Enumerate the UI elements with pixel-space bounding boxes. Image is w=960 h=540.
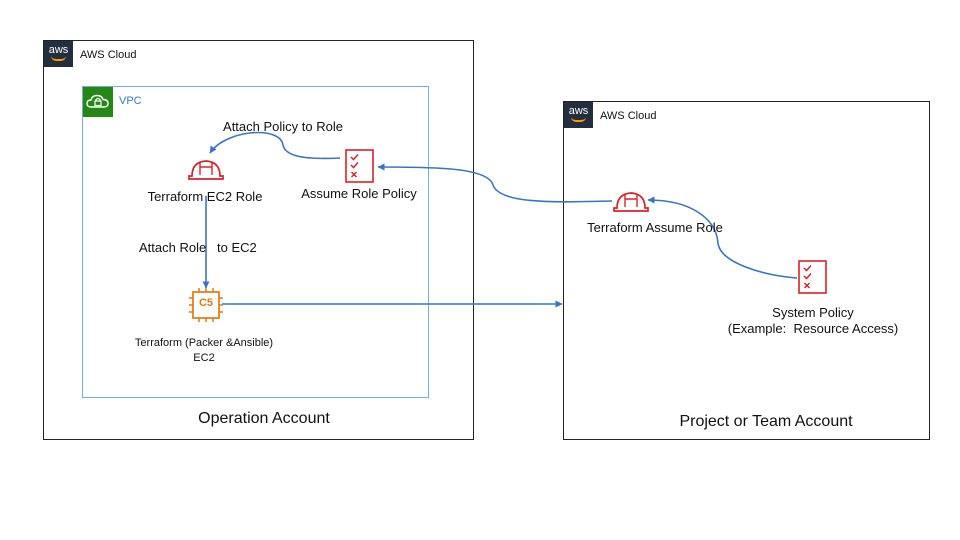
operation-account-title: Operation Account — [198, 410, 330, 427]
aws-cloud-label: AWS Cloud — [600, 110, 657, 122]
system-policy-label-line1: System Policy — [772, 305, 854, 320]
vpc-box: VPC — [82, 86, 429, 398]
system-policy-label-line2: (Example: Resource Access) — [727, 321, 899, 336]
ec2-chip-label: C5 — [198, 297, 214, 309]
attach-role-label: Attach Role to EC2 — [139, 240, 257, 255]
project-account-title: Project or Team Account — [679, 413, 853, 430]
ec2-label-line1: Terraform (Packer &Ansible) — [134, 337, 274, 349]
assume-role-policy-label: Assume Role Policy — [301, 186, 417, 201]
arrow-assume-to-policy — [377, 163, 613, 203]
attach-policy-label: Attach Policy to Role — [223, 119, 343, 134]
operation-account-box: aws AWS Cloud — [43, 40, 474, 440]
project-account-box: aws AWS Cloud — [563, 101, 930, 440]
policy-document-icon — [345, 149, 374, 183]
arrow-system-policy — [647, 196, 798, 279]
vpc-label: VPC — [119, 95, 142, 107]
policy-document-icon — [798, 260, 827, 294]
vpc-lock-cloud-icon — [83, 87, 113, 117]
ec2-label-line2: EC2 — [193, 352, 215, 364]
aws-logo-text: aws — [48, 44, 69, 56]
ec2-chip-icon — [189, 288, 223, 322]
iam-role-helmet-icon — [188, 160, 224, 180]
iam-role-helmet-icon — [613, 192, 649, 212]
aws-cloud-label: AWS Cloud — [80, 49, 137, 61]
arrow-attach-policy — [209, 131, 341, 160]
aws-logo-text: aws — [568, 105, 589, 117]
aws-logo-icon: aws — [44, 41, 73, 67]
terraform-assume-role-label: Terraform Assume Role — [587, 220, 723, 235]
aws-logo-icon: aws — [564, 102, 593, 128]
terraform-ec2-role-label: Terraform EC2 Role — [147, 189, 263, 204]
